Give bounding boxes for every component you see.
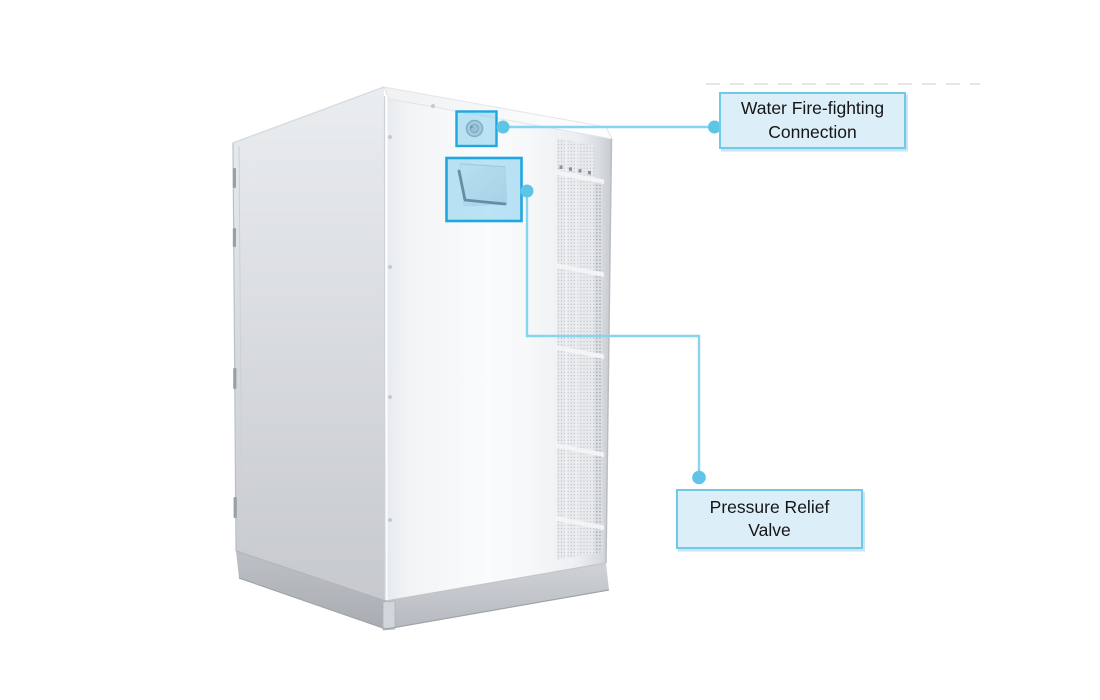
door-hinges <box>232 168 237 518</box>
water-connection-port <box>465 119 484 138</box>
cabinet-edges <box>232 86 613 630</box>
callout-label-line: Connection <box>768 121 857 142</box>
hinge <box>232 228 236 247</box>
highlight-box-pressure-relief-valve <box>445 156 523 223</box>
rivet <box>388 518 392 522</box>
callout-label-line: Water Fire-fighting <box>740 98 885 119</box>
callout-label-pressure-relief-valve: Pressure Relief Valve <box>676 489 863 549</box>
grille-strip-dense <box>596 178 603 553</box>
cabinet-left-door-panel <box>233 87 386 601</box>
anchor-dot-prv-label <box>692 470 706 485</box>
grille-mark <box>578 169 582 173</box>
cabinet-base-left <box>236 551 386 629</box>
callout-label-water-firefighting-connection: Water Fire-fighting Connection <box>719 92 906 149</box>
rivet <box>431 104 435 108</box>
pressure-relief-valve-flap <box>457 163 508 207</box>
hinge <box>233 368 237 389</box>
grille-strip <box>577 142 585 557</box>
anchor-dot-water-box <box>496 120 510 134</box>
rivet <box>388 135 392 139</box>
grille-mark <box>588 170 591 175</box>
cabinet-base-front <box>386 563 609 629</box>
cabinet-front-panel <box>386 92 612 601</box>
grille-break <box>555 345 604 359</box>
anchor-dot-water-label <box>708 120 721 134</box>
grille-break <box>555 516 604 530</box>
rivet <box>388 395 392 399</box>
grille-break <box>555 170 604 184</box>
rivet <box>388 265 392 269</box>
cabinet-base-corner-bracket <box>382 600 396 631</box>
ventilation-grille <box>555 138 604 560</box>
grille-break <box>555 443 604 457</box>
leader-line-pressure-relief-valve <box>525 192 701 475</box>
grille-strip <box>587 144 594 555</box>
hinge <box>232 168 236 188</box>
callout-label-line: Pressure Relief <box>709 496 830 517</box>
panel-rivets <box>388 104 435 522</box>
grille-break <box>555 263 604 277</box>
callout-label-line: Valve <box>748 520 791 540</box>
cabinet <box>232 86 613 631</box>
highlight-box-water-connection <box>455 110 498 148</box>
grille-mark <box>559 165 563 169</box>
anchor-dot-prv-box <box>520 184 534 198</box>
grille-mark <box>569 167 572 171</box>
hinge <box>233 497 237 518</box>
